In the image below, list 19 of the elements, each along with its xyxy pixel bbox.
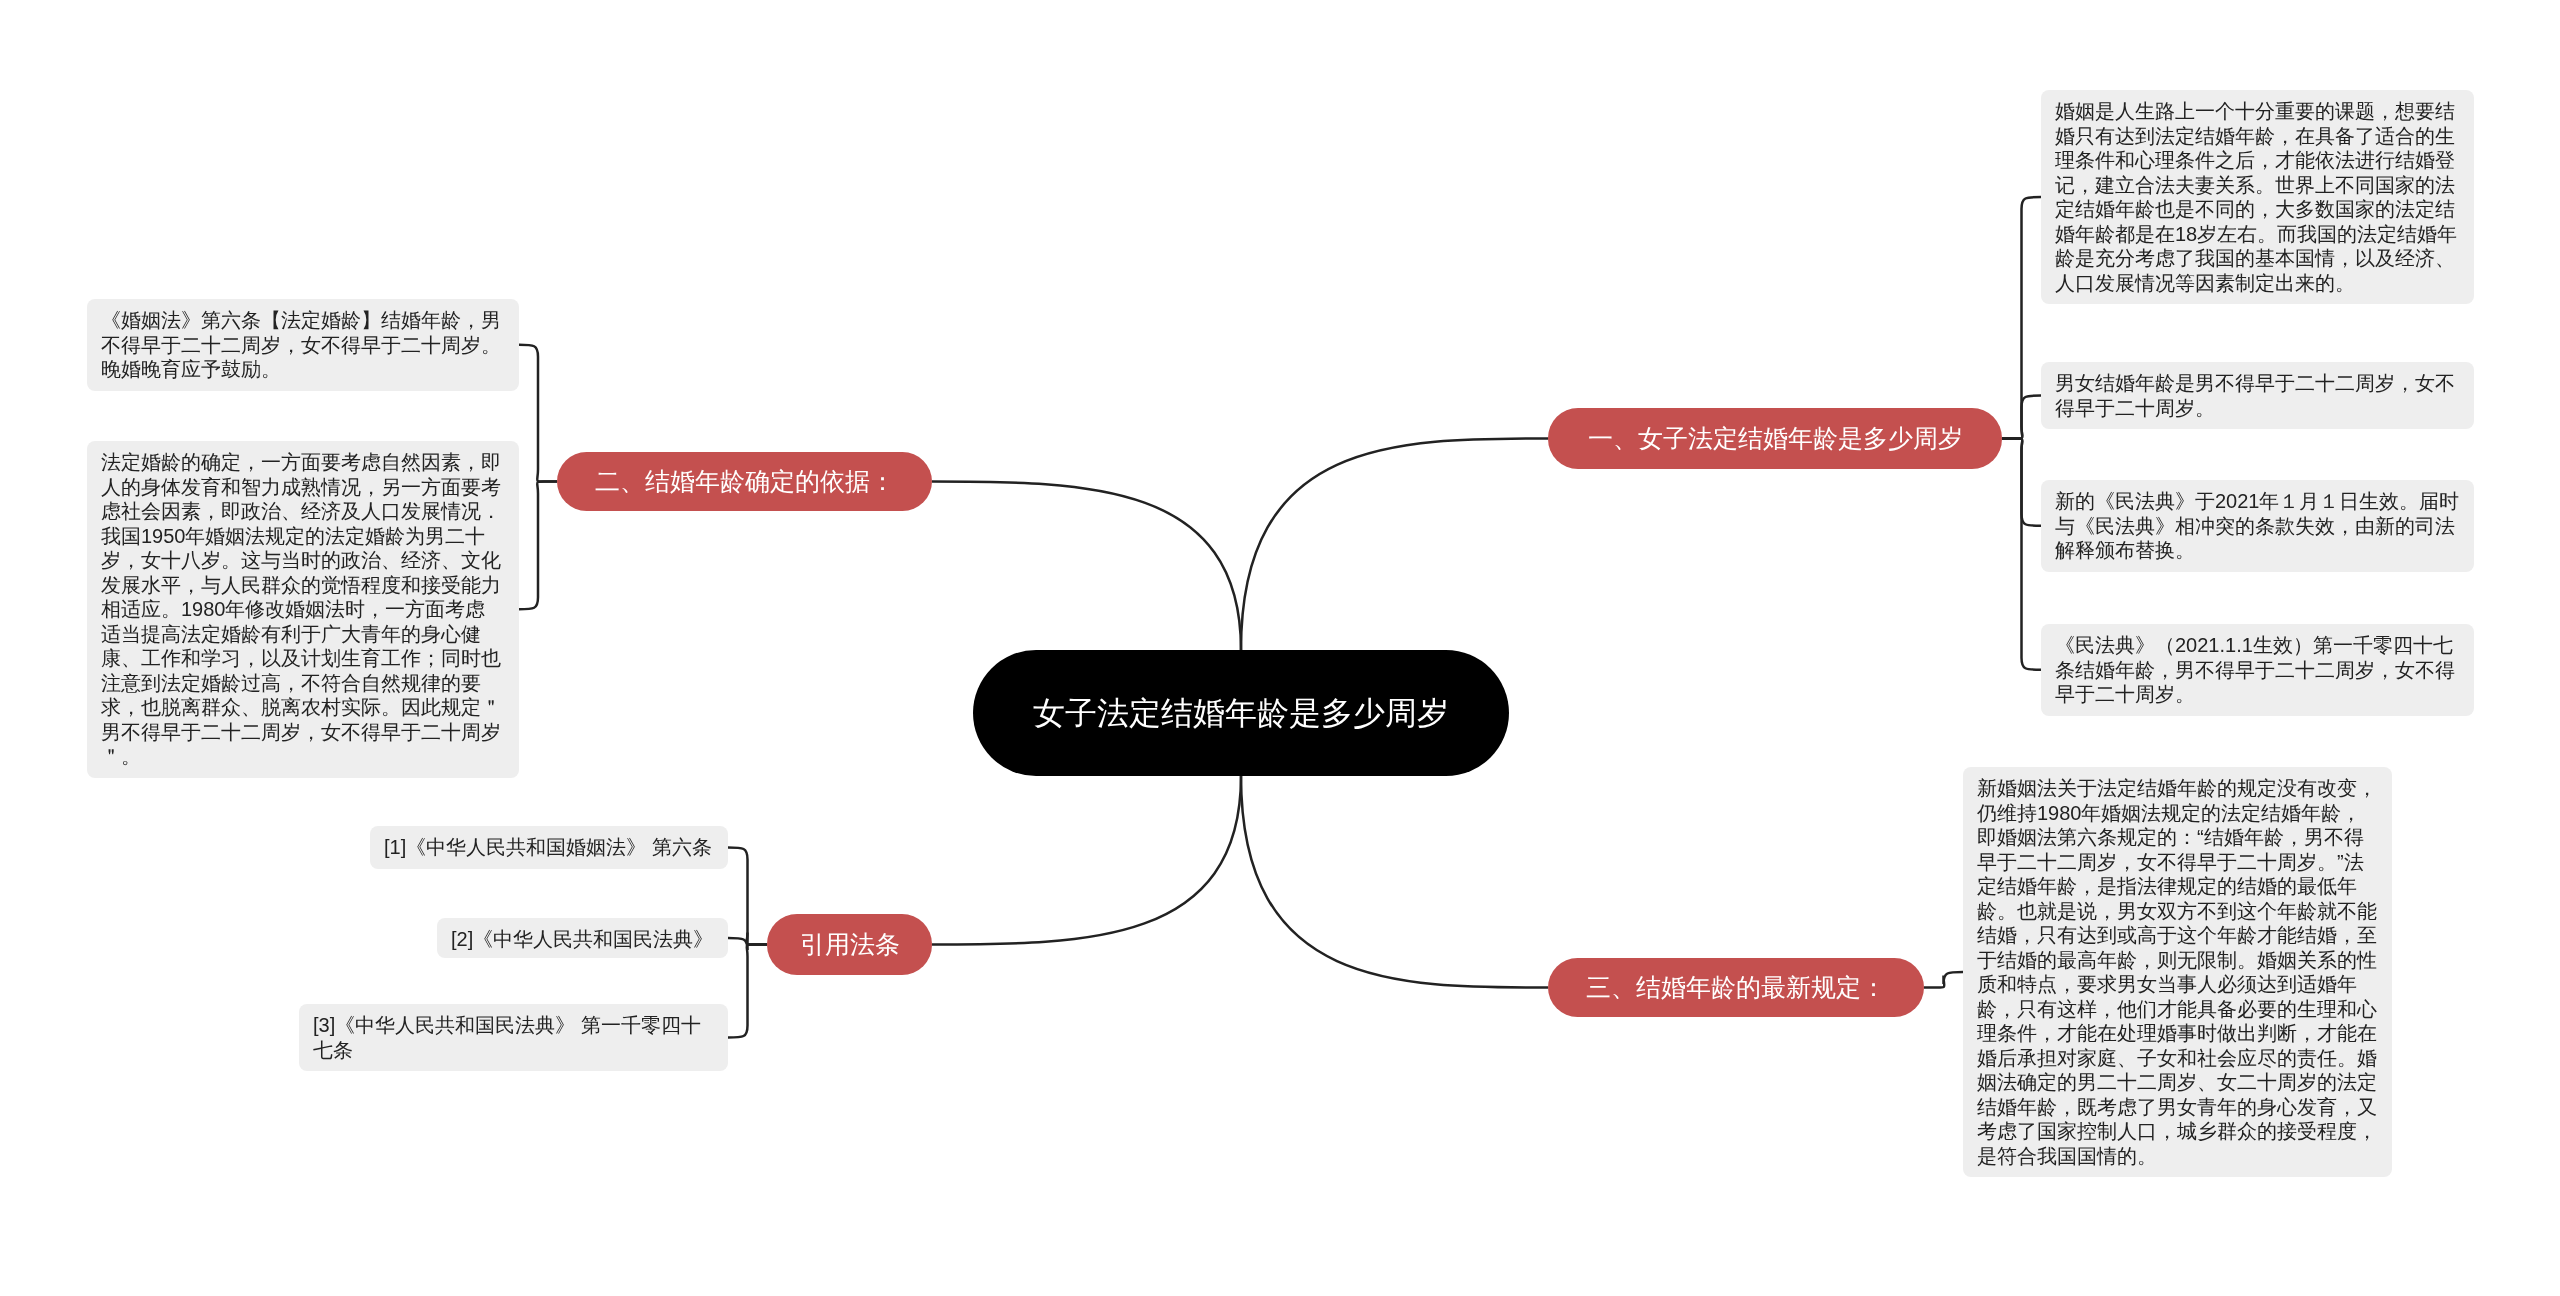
connector-line [1924, 970, 1963, 989]
reference-card: [2]《中华人民共和国民法典》 [437, 918, 728, 958]
reference-card: [1]《中华人民共和国婚姻法》 第六条 [370, 826, 728, 869]
topic-pill: 二、结婚年龄确定的依据： [557, 452, 932, 511]
note-card: 男女结婚年龄是男不得早于二十二周岁，女不得早于二十周岁。 [2041, 362, 2474, 429]
connector-line [932, 480, 1243, 651]
note-card: 法定婚龄的确定，一方面要考虑自然因素，即人的身体发育和智力成熟情况，另一方面要考虑社会因素，即政治、经济及人口发展情况．我国1950年婚姻法规定的法定婚龄为男二十岁，女十八岁。这与当时的政治、经济、文化发展水平，与人民群众的觉悟程度和接受能力相适应。1980年修改婚姻法时，一方面考虑适当提高法定婚龄有利于广大青年的身心健康、工作和学习，以及计划生育工作；同时也注意到法定婚龄过高，不符合自然规律的要求，也脱离群众、脱离农村实际。因此规定＂男不得早于二十二周岁，女不得早于二十周岁＂。 [87, 441, 519, 778]
note-card: 婚姻是人生路上一个十分重要的课题，想要结婚只有达到法定结婚年龄，在具备了适合的生理条件和心理条件之后，才能依法进行结婚登记，建立合法夫妻关系。世界上不同国家的法定结婚年龄也是不同的，大多数国家的法定结婚年龄都是在18岁左右。而我国的法定结婚年龄是充分考虑了我国的基本国情，以及经济、人口发展情况等因素制定出来的。 [2041, 90, 2474, 304]
note-card: 《民法典》（2021.1.1生效）第一千零四十七条结婚年龄，男不得早于二十二周岁，女不得早于二十周岁。 [2041, 624, 2474, 716]
connector-line [519, 480, 557, 611]
connector-line [932, 775, 1243, 946]
topic-pill: 三、结婚年龄的最新规定： [1548, 958, 1924, 1017]
topic-pill: 一、女子法定结婚年龄是多少周岁 [1548, 408, 2002, 469]
note-card: 《婚姻法》第六条【法定婚龄】结婚年龄，男不得早于二十二周岁，女不得早于二十周岁。晚婚晚育应予鼓励。 [87, 299, 519, 391]
reference-card: [3]《中华人民共和国民法典》 第一千零四十七条 [299, 1004, 728, 1071]
central-topic: 女子法定结婚年龄是多少周岁 [973, 650, 1509, 776]
topic-pill: 引用法条 [767, 914, 932, 975]
note-card: 新婚姻法关于法定结婚年龄的规定没有改变，仍维持1980年婚姻法规定的法定结婚年龄，即婚姻法第六条规定的：“结婚年龄，男不得早于二十二周岁，女不得早于二十周岁。”法定结婚年龄，是指法律规定的结婚的最低年龄。也就是说，男女双方不到这个年龄就不能结婚，只有达到或高于这个年龄才能结婚，至于结婚的最高年龄，则无限制。婚姻关系的性质和特点，要求男女当事人必须达到适婚年龄，只有这样，他们才能具备必要的生理和心理条件，才能在处理婚事时做出判断，才能在婚后承担对家庭、子女和社会应尽的责任。婚姻法确定的男二十二周岁、女二十周岁的法定结婚年龄，既考虑了男女青年的身心发育，又考虑了国家控制人口，城乡群众的接受程度，是符合我国国情的。 [1963, 767, 2392, 1177]
note-card: 新的《民法典》于2021年１月１日生效。届时与《民法典》相冲突的条款失效，由新的司法解释颁布替换。 [2041, 480, 2474, 572]
